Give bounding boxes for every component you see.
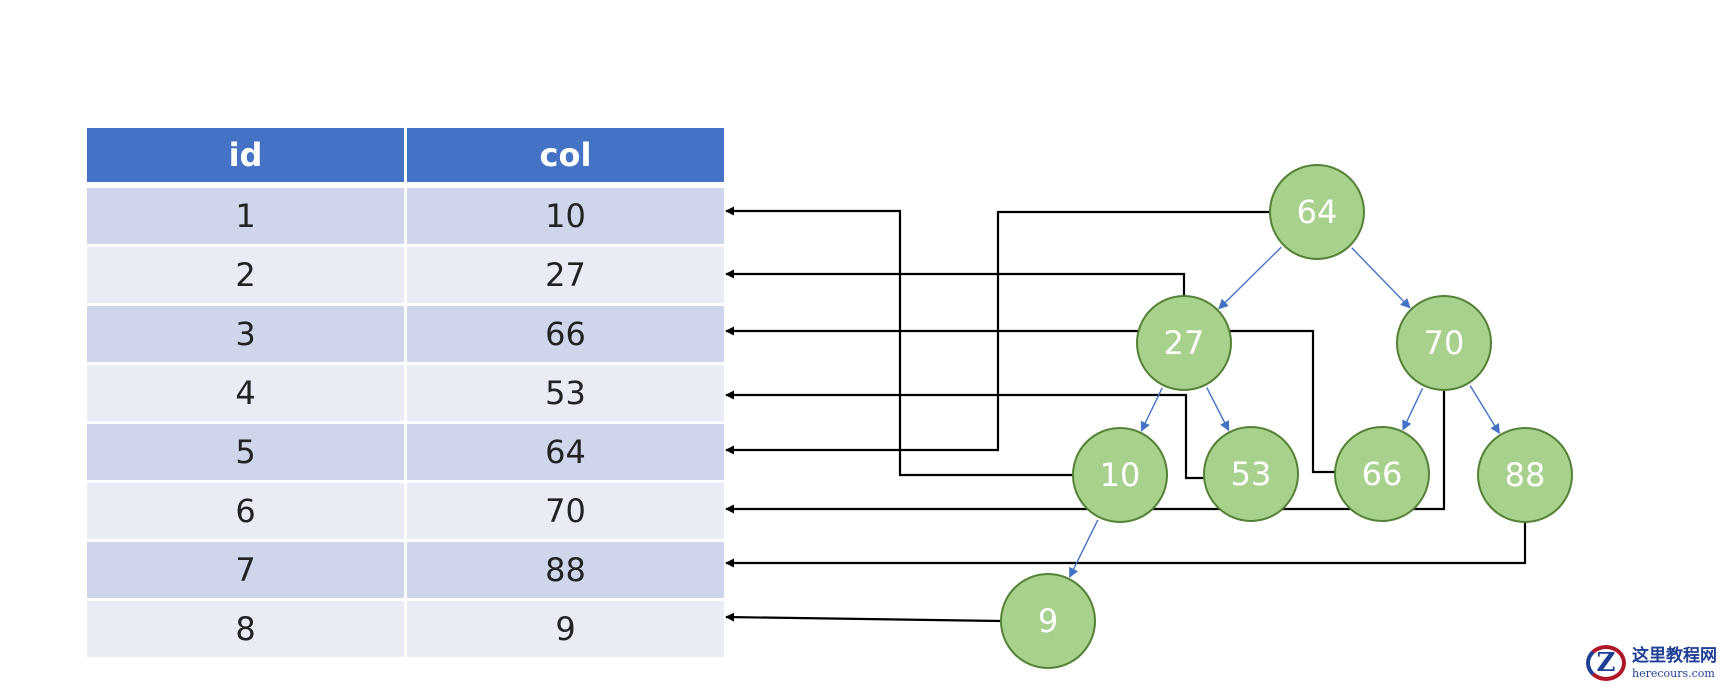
tree-node-66: 66	[1334, 426, 1430, 522]
pointer-88-to-row-7	[725, 522, 1527, 568]
pointer-66-to-row-3	[725, 326, 1335, 474]
tree-edge	[1206, 387, 1230, 432]
cell-id: 7	[87, 542, 404, 601]
header-col: col	[404, 128, 724, 188]
watermark-mark: Z	[1586, 645, 1626, 681]
tree-node-27: 27	[1136, 295, 1232, 391]
tree-node-circle	[1203, 426, 1299, 522]
cell-col: 10	[404, 188, 724, 247]
tree-node-label: 53	[1231, 455, 1272, 493]
cell-id: 8	[87, 601, 404, 657]
tree-node-9: 9	[1000, 573, 1096, 669]
watermark-text-en: herecours.com	[1632, 666, 1715, 680]
tree-node-88: 88	[1477, 427, 1573, 523]
tree-node-label: 10	[1100, 456, 1141, 494]
cell-col: 27	[404, 247, 724, 306]
cell-col: 64	[404, 424, 724, 483]
tree-node-label: 70	[1424, 324, 1465, 362]
table-row: 8 9	[87, 601, 724, 657]
tree-node-label: 9	[1038, 602, 1058, 640]
tree-node-label: 64	[1297, 193, 1338, 231]
tree-edge	[1469, 385, 1500, 435]
tree-node-circle	[1136, 295, 1232, 391]
watermark-logo: Z 这里教程网 herecours.com	[1586, 645, 1717, 681]
tree-node-circle	[1334, 426, 1430, 522]
table-row: 1 10	[87, 188, 724, 247]
table-row: 3 66	[87, 306, 724, 365]
cell-col: 88	[404, 542, 724, 601]
cell-col: 53	[404, 365, 724, 424]
watermark-text-cn: 这里教程网	[1632, 645, 1717, 666]
table-row: 6 70	[87, 483, 724, 542]
watermark-text: 这里教程网 herecours.com	[1632, 645, 1717, 680]
tree-node-circle	[1269, 164, 1365, 260]
cell-col: 66	[404, 306, 724, 365]
tree-node-label: 88	[1505, 456, 1546, 494]
header-id: id	[87, 128, 404, 188]
tree-node-label: 66	[1362, 455, 1403, 493]
tree-edge	[1140, 387, 1163, 432]
table-row: 4 53	[87, 365, 724, 424]
index-table: id col 1 10 2 27 3 66 4 53 5 64	[87, 128, 724, 657]
tree-node-circle	[1000, 573, 1096, 669]
cell-id: 1	[87, 188, 404, 247]
tree-node-circle	[1396, 295, 1492, 391]
cell-id: 4	[87, 365, 404, 424]
cell-id: 6	[87, 483, 404, 542]
cell-col: 70	[404, 483, 724, 542]
cell-id: 2	[87, 247, 404, 306]
pointer-53-to-row-4	[725, 390, 1204, 480]
tree-node-label: 27	[1164, 324, 1205, 362]
table-row: 7 88	[87, 542, 724, 601]
tree-edge	[1218, 246, 1282, 310]
tree-edge	[1069, 519, 1099, 578]
tree-node-10: 10	[1072, 427, 1168, 523]
pointer-9-to-row-8	[725, 612, 1002, 623]
tree-node-circle	[1072, 427, 1168, 523]
tree-edge	[1402, 387, 1424, 431]
cell-id: 5	[87, 424, 404, 483]
table-row: 2 27	[87, 247, 724, 306]
table-row: 5 64	[87, 424, 724, 483]
tree-node-70: 70	[1396, 295, 1492, 391]
pointer-27-to-row-2	[725, 269, 1186, 296]
tree-node-53: 53	[1203, 426, 1299, 522]
tree-node-64: 64	[1269, 164, 1365, 260]
cell-col: 9	[404, 601, 724, 657]
table-header-row: id col	[87, 128, 724, 188]
pointer-70-to-row-6	[725, 390, 1446, 514]
pointer-10-to-row-1	[725, 206, 1073, 477]
cell-id: 3	[87, 306, 404, 365]
tree-edge	[1351, 247, 1411, 309]
tree-node-circle	[1477, 427, 1573, 523]
